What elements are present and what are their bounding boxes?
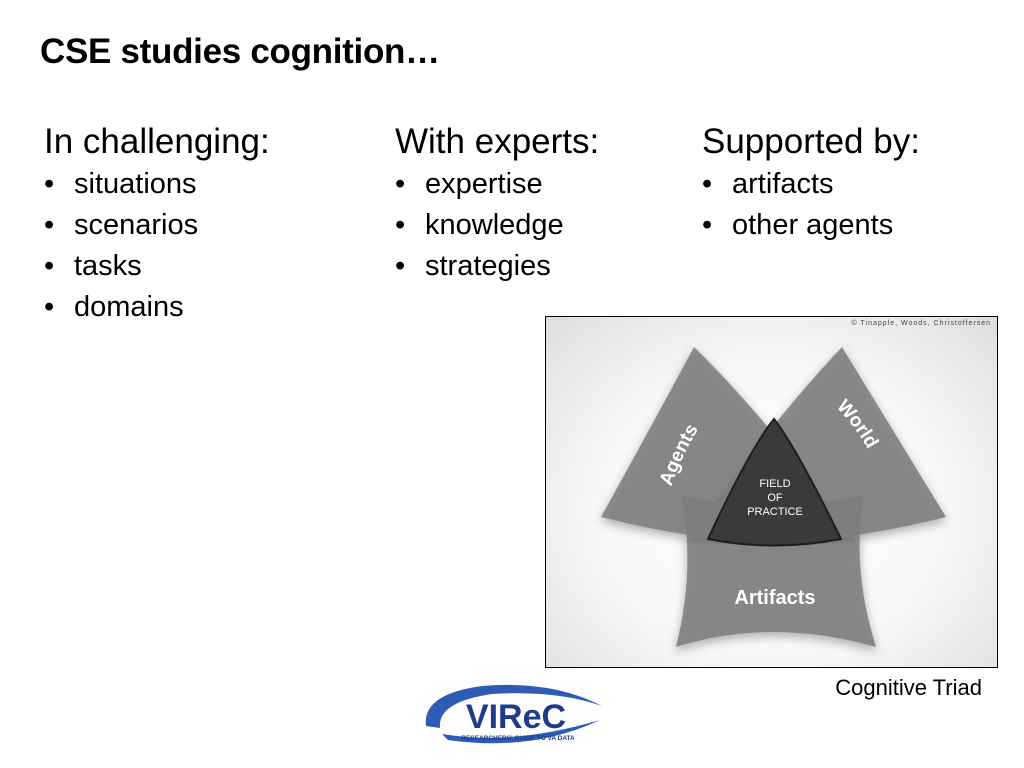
slide-title: CSE studies cognition… xyxy=(40,32,440,71)
bullet-icon: • xyxy=(44,250,55,282)
virec-logo: VIReC RESEARCHERS' GUIDE TO VA DATA xyxy=(412,676,612,750)
logo-tagline: RESEARCHERS' GUIDE TO VA DATA xyxy=(461,735,575,742)
triad-diagram: Agents World Artifacts FIELD OF PRACTICE xyxy=(601,347,946,647)
column-experts: With experts: •expertise •knowledge •str… xyxy=(395,120,599,287)
bullet-list: •artifacts •other agents xyxy=(702,164,920,246)
list-item: •expertise xyxy=(395,164,599,205)
list-item: •artifacts xyxy=(702,164,920,205)
center-label-line1: FIELD xyxy=(759,478,790,490)
list-item: •knowledge xyxy=(395,205,599,246)
list-item: •scenarios xyxy=(44,205,270,246)
center-label-line3: PRACTICE xyxy=(747,506,803,518)
field-of-practice-center xyxy=(706,417,843,547)
column-heading: With experts: xyxy=(395,122,600,161)
list-item: •situations xyxy=(44,164,270,205)
bullet-icon: • xyxy=(702,168,713,200)
bullet-icon: • xyxy=(395,209,406,241)
bullet-icon: • xyxy=(702,209,713,241)
bullet-icon: • xyxy=(395,250,406,282)
bullet-icon: • xyxy=(44,168,55,200)
figure-credit: © Tinapple, Woods, Christoffersen xyxy=(851,320,991,327)
list-item: •other agents xyxy=(702,205,920,246)
bullet-icon: • xyxy=(44,209,55,241)
center-label-line2: OF xyxy=(767,492,783,504)
bullet-icon: • xyxy=(395,168,406,200)
column-supported: Supported by: •artifacts •other agents xyxy=(702,120,920,246)
cognitive-triad-figure: © Tinapple, Woods, Christoffersen Agents… xyxy=(545,316,998,668)
logo-wordmark: VIReC xyxy=(466,698,566,736)
column-heading: Supported by: xyxy=(702,122,920,161)
list-item: •tasks xyxy=(44,246,270,287)
artifacts-label: Artifacts xyxy=(734,587,815,609)
column-heading: In challenging: xyxy=(44,122,270,161)
figure-caption: Cognitive Triad xyxy=(835,675,982,700)
bullet-icon: • xyxy=(44,291,55,323)
bullet-list: •situations •scenarios •tasks •domains xyxy=(44,164,270,328)
column-challenging: In challenging: •situations •scenarios •… xyxy=(44,120,270,328)
bullet-list: •expertise •knowledge •strategies xyxy=(395,164,599,287)
list-item: •strategies xyxy=(395,246,599,287)
list-item: •domains xyxy=(44,287,270,328)
